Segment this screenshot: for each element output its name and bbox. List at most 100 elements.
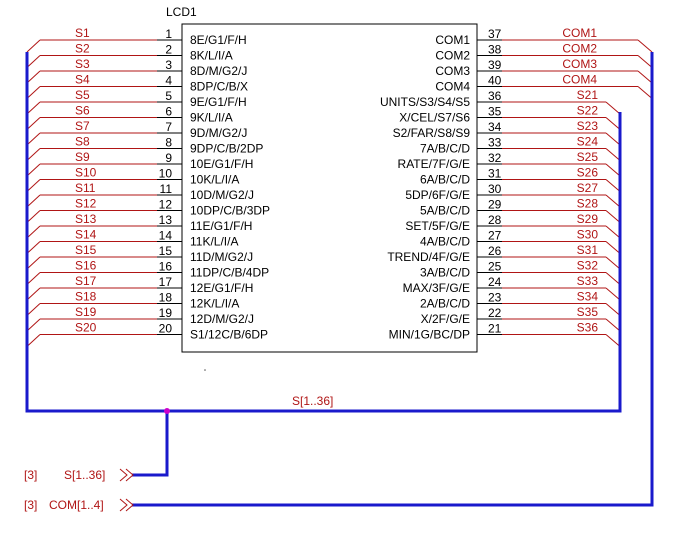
bus-entry <box>26 241 41 254</box>
pin-name: 2A/B/C/D <box>420 297 470 311</box>
net-label: COM4 <box>562 73 597 87</box>
bus-entry <box>605 148 621 161</box>
right-wire-group: COM1COM2COM3COM4S21S22S23S24S25S26S27S28… <box>502 26 653 347</box>
pin-number: 38 <box>488 43 502 57</box>
pin-name: 12D/M/G2/J <box>190 312 254 326</box>
bus-entry <box>605 101 621 115</box>
bus-entry <box>26 39 41 53</box>
net-label: S24 <box>577 135 599 149</box>
pin-name: 5A/B/C/D <box>420 204 470 218</box>
pin-name: 11DP/C/B/4DP <box>190 266 269 280</box>
bus-entry <box>605 132 621 146</box>
pin-name: 9DP/C/B/2DP <box>190 142 263 156</box>
net-label: S9 <box>75 150 90 164</box>
pin-number: 31 <box>488 167 502 181</box>
pin-number: 33 <box>488 136 502 150</box>
pin-name: UNITS/S3/S4/S5 <box>380 95 470 109</box>
port-arrow-segments[interactable] <box>119 468 134 482</box>
pin-name: 11E/G1/F/H <box>190 219 252 233</box>
pin-name: 11K/L/I/A <box>190 235 238 249</box>
segment-bus-main[interactable] <box>25 52 622 413</box>
pin-number: 21 <box>488 322 502 336</box>
stray-dot <box>204 369 206 371</box>
pin-name: 6A/B/C/D <box>420 173 470 187</box>
segment-bus-to-port[interactable] <box>132 411 169 477</box>
pin-number: 13 <box>159 213 173 227</box>
bus-entry <box>605 194 621 208</box>
pin-number: 28 <box>488 213 502 227</box>
pin-name: RATE/7F/G/E <box>398 157 470 171</box>
bus-entry <box>605 272 621 285</box>
bus-entry <box>605 241 621 254</box>
bus-entry <box>26 101 41 115</box>
pin-number: 16 <box>159 260 173 274</box>
net-label: S33 <box>577 274 599 288</box>
pin-number: 12 <box>159 198 173 212</box>
bus-entry <box>26 334 41 347</box>
pin-number: 5 <box>165 89 172 103</box>
pin-number: 30 <box>488 182 502 196</box>
pin-number: 2 <box>165 43 172 57</box>
component-designator: LCD1 <box>166 5 197 19</box>
bus-entry <box>26 163 41 177</box>
left-wire-group: S1S2S3S4S5S6S7S8S9S10S11S12S13S14S15S16S… <box>26 26 157 347</box>
net-label: S13 <box>75 212 97 226</box>
pin-number: 24 <box>488 275 502 289</box>
net-label: S28 <box>577 197 599 211</box>
pin-name: 10DP/C/B/3DP <box>190 204 270 218</box>
bus-entry <box>637 86 653 99</box>
net-label: COM3 <box>562 57 597 71</box>
net-label: S31 <box>577 243 599 257</box>
port-name-segments: S[1..36] <box>64 468 105 482</box>
bus-entry <box>605 287 621 301</box>
pin-name: 9E/G1/F/H <box>190 95 247 109</box>
net-label: S15 <box>75 243 97 257</box>
net-label: S35 <box>577 305 599 319</box>
bus-junction-dot <box>164 408 170 414</box>
net-label: S8 <box>75 135 90 149</box>
bus-entry <box>26 287 41 301</box>
net-label: S27 <box>577 181 599 195</box>
bus-entry <box>26 55 41 68</box>
bus-entry <box>26 117 41 130</box>
net-label: S6 <box>75 104 90 118</box>
bus-entry <box>26 272 41 285</box>
pin-number: 7 <box>165 120 172 134</box>
bus-entry <box>637 39 653 53</box>
pin-name: COM3 <box>435 64 470 78</box>
bus-entry <box>26 210 41 223</box>
pin-number: 32 <box>488 151 502 165</box>
net-label: S2 <box>75 42 90 56</box>
net-label: S36 <box>577 321 599 335</box>
pin-number: 15 <box>159 244 173 258</box>
port-sheet-ref: [3] <box>24 468 37 482</box>
pin-number: 22 <box>488 306 502 320</box>
pin-name: X/2F/G/E <box>421 312 470 326</box>
net-label: S11 <box>75 181 96 195</box>
pin-name: 10D/M/G2/J <box>190 188 254 202</box>
net-label: S12 <box>75 197 97 211</box>
net-label: S22 <box>577 104 599 118</box>
net-label: S34 <box>577 290 599 304</box>
pin-name: 8K/L/I/A <box>190 49 233 63</box>
pin-name: 5DP/6F/G/E <box>405 188 470 202</box>
pin-name: 9K/L/I/A <box>190 111 233 125</box>
bus-entry <box>605 318 621 332</box>
net-label: S29 <box>577 212 599 226</box>
pin-number: 35 <box>488 105 502 119</box>
bus-entry <box>26 148 41 161</box>
com-bus[interactable] <box>132 52 654 507</box>
pin-name: TREND/4F/G/E <box>387 250 470 264</box>
port-arrow-com[interactable] <box>119 498 134 512</box>
pin-name: 12K/L/I/A <box>190 297 239 311</box>
right-pin-group: 37COM138COM239COM340COM436UNITS/S3/S4/S5… <box>380 27 502 342</box>
net-label: S26 <box>577 166 599 180</box>
pin-name: 7A/B/C/D <box>420 142 470 156</box>
bus-entry <box>26 256 41 270</box>
pin-number: 27 <box>488 229 502 243</box>
pin-number: 1 <box>165 27 172 41</box>
pin-number: 19 <box>159 306 173 320</box>
net-label: S16 <box>75 259 97 273</box>
lcd-component-body[interactable] <box>181 23 478 353</box>
